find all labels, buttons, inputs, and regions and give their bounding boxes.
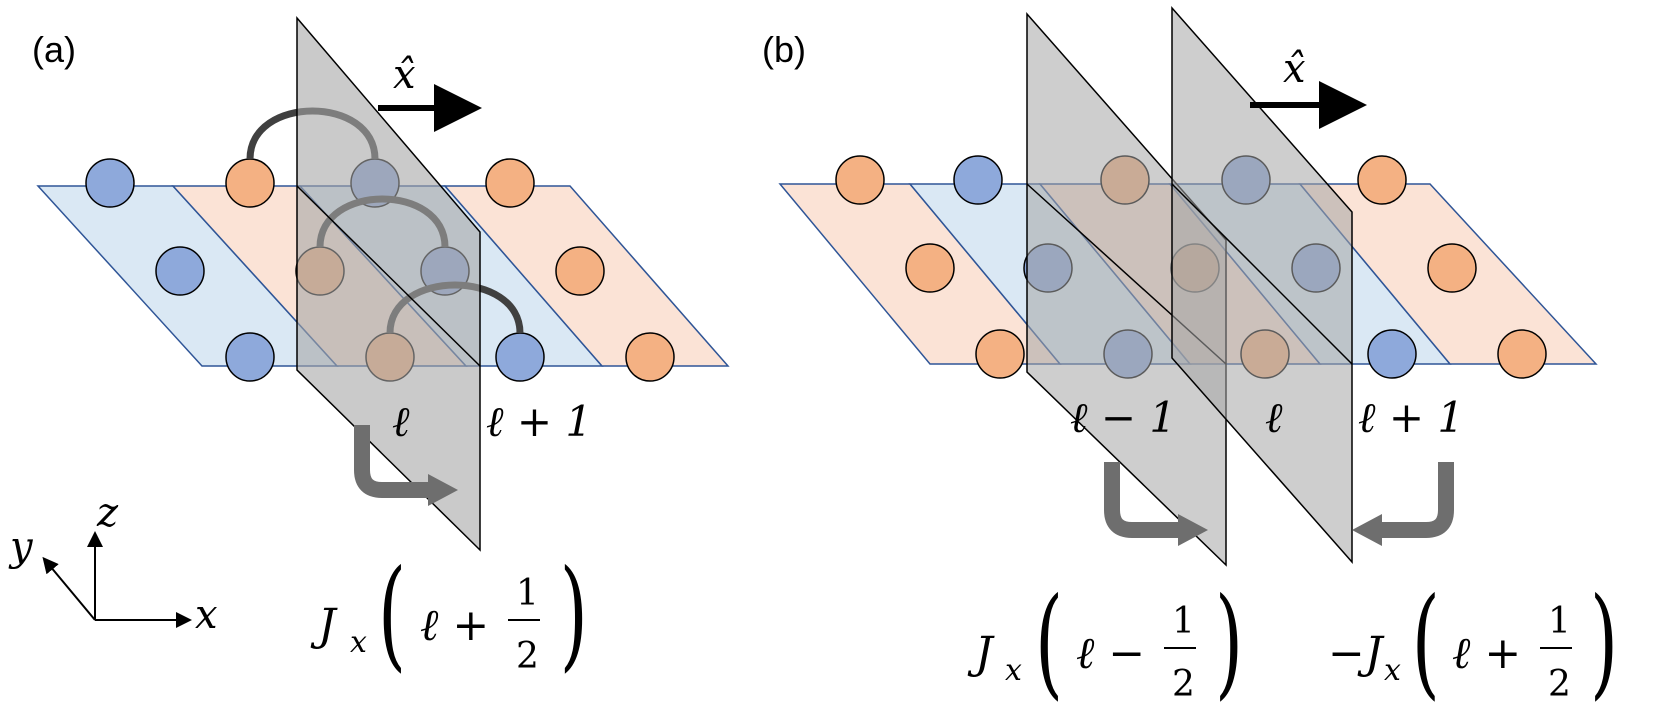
site-orange [225,158,275,208]
site-blue [495,332,545,382]
formula-arg: ℓ + [420,600,489,651]
x-hat-label: x̂ [393,52,416,98]
formula-arg: ℓ − [1076,628,1145,679]
y-axis-arrow [42,556,96,621]
formula-j: J [310,600,338,651]
frac-num: 1 [1172,601,1195,642]
x-axis-label: x [195,592,218,638]
site-label-l-plus-1: ℓ + 1 [486,397,592,446]
formula-arg: ℓ + [1452,628,1521,679]
panel-a-label: (a) [32,29,76,70]
formula-j: J [967,628,995,679]
paren-close: ) [560,545,588,684]
site-blue [225,332,275,382]
frac-num: 1 [1548,601,1571,642]
cut-plane-left [1026,12,1227,567]
current-formula-b-right: −J x ( ℓ + 1 2 ) [1328,573,1618,712]
site-label-l-plus-1: ℓ + 1 [1358,393,1464,442]
paren-close: ) [1590,573,1618,712]
x-hat-label: x̂ [1283,46,1306,92]
site-orange [975,329,1025,379]
cut-plane-right [1171,6,1353,564]
z-axis-label: z [96,490,119,536]
current-arrow-right [1380,462,1454,538]
site-blue [1367,329,1417,379]
site-blue [155,246,205,296]
panel-b-label: (b) [762,29,806,70]
formula-sub: x [1005,653,1022,688]
frac-den: 2 [1548,664,1571,705]
paren-open: ( [1035,573,1063,712]
site-blue [85,158,135,208]
frac-den: 2 [1172,664,1195,705]
cut-plane [296,15,481,552]
site-orange [625,332,675,382]
current-arrow-left [1104,462,1180,538]
current-formula-a: J x ( ℓ + 1 2 ) [310,545,588,684]
current-arrow-head [428,474,458,506]
frac-num: 1 [516,573,539,614]
site-orange [835,155,885,205]
coordinate-axes: x z y [8,490,218,638]
frac-den: 2 [516,636,539,677]
panel-a: (a) x̂ ℓ ℓ + 1 [8,15,730,684]
current-formula-b-left: J x ( ℓ − 1 2 ) [967,573,1243,712]
formula-j: −J [1328,628,1385,679]
site-orange [485,158,535,208]
site-orange [905,243,955,293]
formula-sub: x [350,625,367,660]
y-axis-label: y [8,524,34,570]
site-orange [555,246,605,296]
site-orange [1497,329,1547,379]
panel-b: (b) x̂ ℓ − 1 ℓ ℓ + 1 [762,6,1618,712]
paren-open: ( [378,545,406,684]
plane-intersection-line [1171,183,1353,365]
current-arrow [354,425,430,498]
site-label-l: ℓ [1265,393,1283,442]
site-blue [953,155,1003,205]
site-orange [1357,155,1407,205]
paren-close: ) [1215,573,1243,712]
formula-sub: x [1384,653,1401,688]
site-orange [1427,243,1477,293]
paren-open: ( [1412,573,1440,712]
site-label-l: ℓ [392,397,410,446]
site-label-l-minus-1: ℓ − 1 [1070,393,1176,442]
current-arrow-left-head [1178,514,1208,546]
plane-intersection-line [296,185,481,367]
current-arrow-right-head [1352,514,1382,546]
